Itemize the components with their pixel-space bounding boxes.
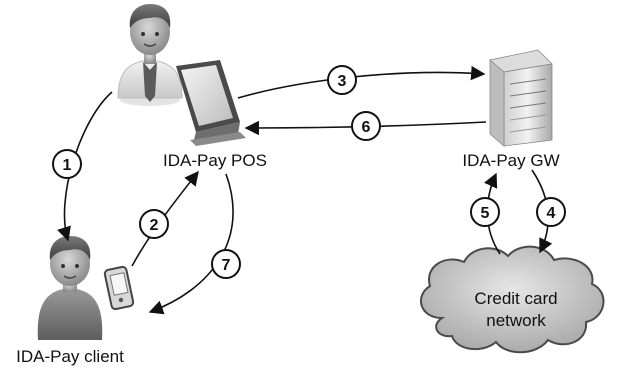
cloud-icon xyxy=(419,245,605,354)
step-badge-6: 6 xyxy=(351,111,381,141)
step-badge-7: 7 xyxy=(211,249,241,279)
svg-text:5: 5 xyxy=(481,205,490,222)
svg-text:7: 7 xyxy=(222,257,231,274)
step-badge-1: 1 xyxy=(52,149,82,179)
mobile-phone-icon xyxy=(103,265,135,311)
pos-label: IDA-Pay POS xyxy=(163,151,267,170)
step-badge-3: 3 xyxy=(327,65,357,95)
svg-text:6: 6 xyxy=(362,119,371,136)
step-badge-2: 2 xyxy=(139,209,169,239)
gw-label: IDA-Pay GW xyxy=(462,151,559,170)
svg-text:2: 2 xyxy=(150,217,159,234)
network-label-line1: Credit card xyxy=(474,289,557,308)
monitor-icon xyxy=(176,60,246,146)
client-label: IDA-Pay client xyxy=(16,347,124,366)
network-label-line2: network xyxy=(486,311,546,330)
svg-text:4: 4 xyxy=(547,205,556,222)
arrow-step-3 xyxy=(237,65,486,99)
svg-text:3: 3 xyxy=(338,73,347,90)
arrow-step-7 xyxy=(148,173,234,315)
step-badge-5: 5 xyxy=(470,197,500,227)
server-icon xyxy=(489,49,553,147)
client-person-icon xyxy=(37,236,103,340)
merchant-person-icon xyxy=(117,4,183,106)
svg-text:1: 1 xyxy=(63,157,72,174)
step-badge-4: 4 xyxy=(536,197,566,227)
